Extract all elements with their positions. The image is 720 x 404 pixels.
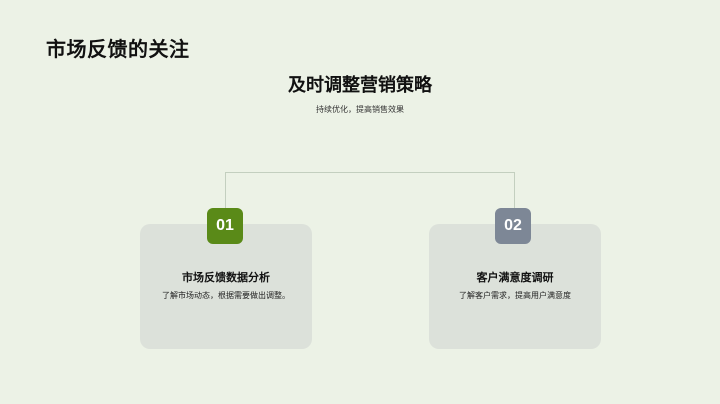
card-description: 了解市场动态，根据需要做出调整。 bbox=[162, 291, 290, 300]
card-customer-survey: 客户满意度调研 了解客户需求，提高用户满意度 bbox=[429, 224, 601, 349]
card-market-feedback: 市场反馈数据分析 了解市场动态，根据需要做出调整。 bbox=[140, 224, 312, 349]
connector-line bbox=[225, 172, 515, 209]
card-title: 客户满意度调研 bbox=[476, 271, 554, 284]
step-badge-01: 01 bbox=[207, 208, 243, 244]
step-badge-02: 02 bbox=[495, 208, 531, 244]
card-description: 了解客户需求，提高用户满意度 bbox=[459, 291, 571, 300]
main-heading: 及时调整营销策略 bbox=[288, 75, 432, 96]
page-title: 市场反馈的关注 bbox=[46, 37, 190, 61]
card-title: 市场反馈数据分析 bbox=[182, 271, 270, 284]
subtitle: 持续优化，提高销售效果 bbox=[316, 105, 404, 114]
